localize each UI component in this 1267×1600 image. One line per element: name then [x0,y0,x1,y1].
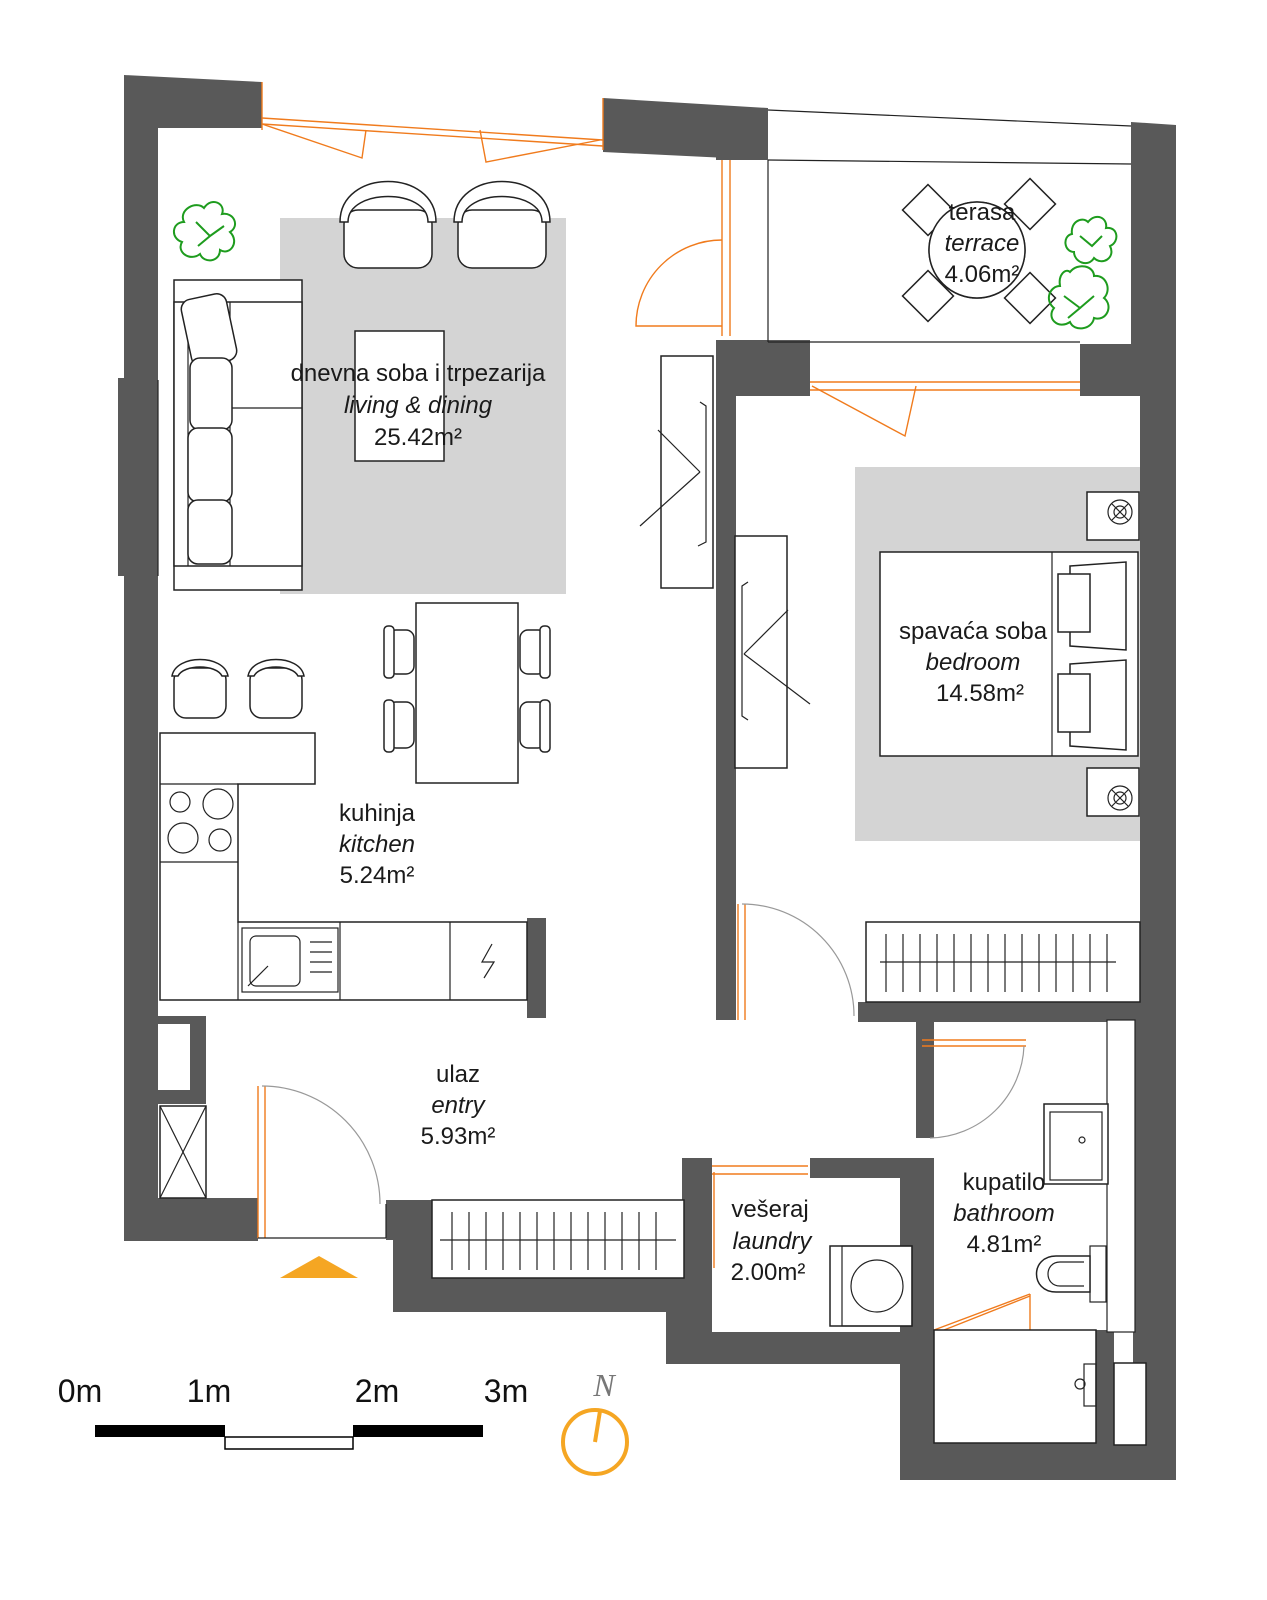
bathroom-furniture [933,1103,1109,1444]
scale-label-3: 3m [484,1373,528,1409]
scale-label-1: 1m [187,1373,231,1409]
room-label-living: dnevna soba i trpezarija living & dining… [291,360,546,451]
svg-text:N: N [592,1367,616,1403]
svg-text:laundry: laundry [733,1228,814,1255]
svg-text:entry: entry [431,1092,486,1119]
room-label-bedroom: spavaća soba bedroom 14.58m² [899,618,1048,707]
svg-text:kupatilo: kupatilo [963,1169,1046,1196]
scale-label-2: 2m [355,1373,399,1409]
svg-text:5.24m²: 5.24m² [340,862,415,889]
scale-label-0: 0m [58,1373,102,1409]
svg-text:vešeraj: vešeraj [731,1196,808,1223]
laundry-furniture [829,1245,913,1327]
room-label-terrace: terasa terrace 4.06m² [945,199,1020,288]
plant-icon [1047,265,1110,330]
svg-text:terasa: terasa [949,199,1016,226]
svg-text:25.42m²: 25.42m² [374,424,462,451]
terrace-furniture [901,177,1057,325]
room-label-kitchen: kuhinja kitchen 5.24m² [339,800,416,889]
dining-furniture [171,602,551,784]
entry-furniture [159,1105,685,1279]
compass-icon: N [561,1367,629,1476]
svg-text:2.00m²: 2.00m² [731,1259,806,1286]
windows [157,82,1132,1335]
bedroom-furniture [734,491,1141,1003]
svg-text:terrace: terrace [945,230,1020,257]
plant-icon [1064,215,1118,265]
scale-bar: 0m 1m 2m 3m [58,1373,528,1450]
svg-text:bathroom: bathroom [953,1200,1054,1227]
svg-text:ulaz: ulaz [436,1061,480,1088]
svg-text:spavaća soba: spavaća soba [899,618,1048,645]
svg-text:5.93m²: 5.93m² [421,1123,496,1150]
plant-icon [173,200,237,262]
entrance-marker [280,1256,358,1278]
svg-text:4.81m²: 4.81m² [967,1231,1042,1258]
svg-text:kitchen: kitchen [339,831,415,858]
svg-text:dnevna soba i trpezarija: dnevna soba i trpezarija [291,360,546,387]
room-label-entry: ulaz entry 5.93m² [421,1061,496,1150]
svg-text:bedroom: bedroom [926,649,1021,676]
living-furniture [173,180,714,591]
svg-text:kuhinja: kuhinja [339,800,416,827]
svg-text:living & dining: living & dining [344,392,493,419]
svg-text:14.58m²: 14.58m² [936,680,1024,707]
room-label-laundry: vešeraj laundry 2.00m² [731,1196,814,1286]
room-label-bathroom: kupatilo bathroom 4.81m² [953,1169,1054,1258]
kitchen-furniture [159,732,528,1001]
svg-text:4.06m²: 4.06m² [945,261,1020,288]
